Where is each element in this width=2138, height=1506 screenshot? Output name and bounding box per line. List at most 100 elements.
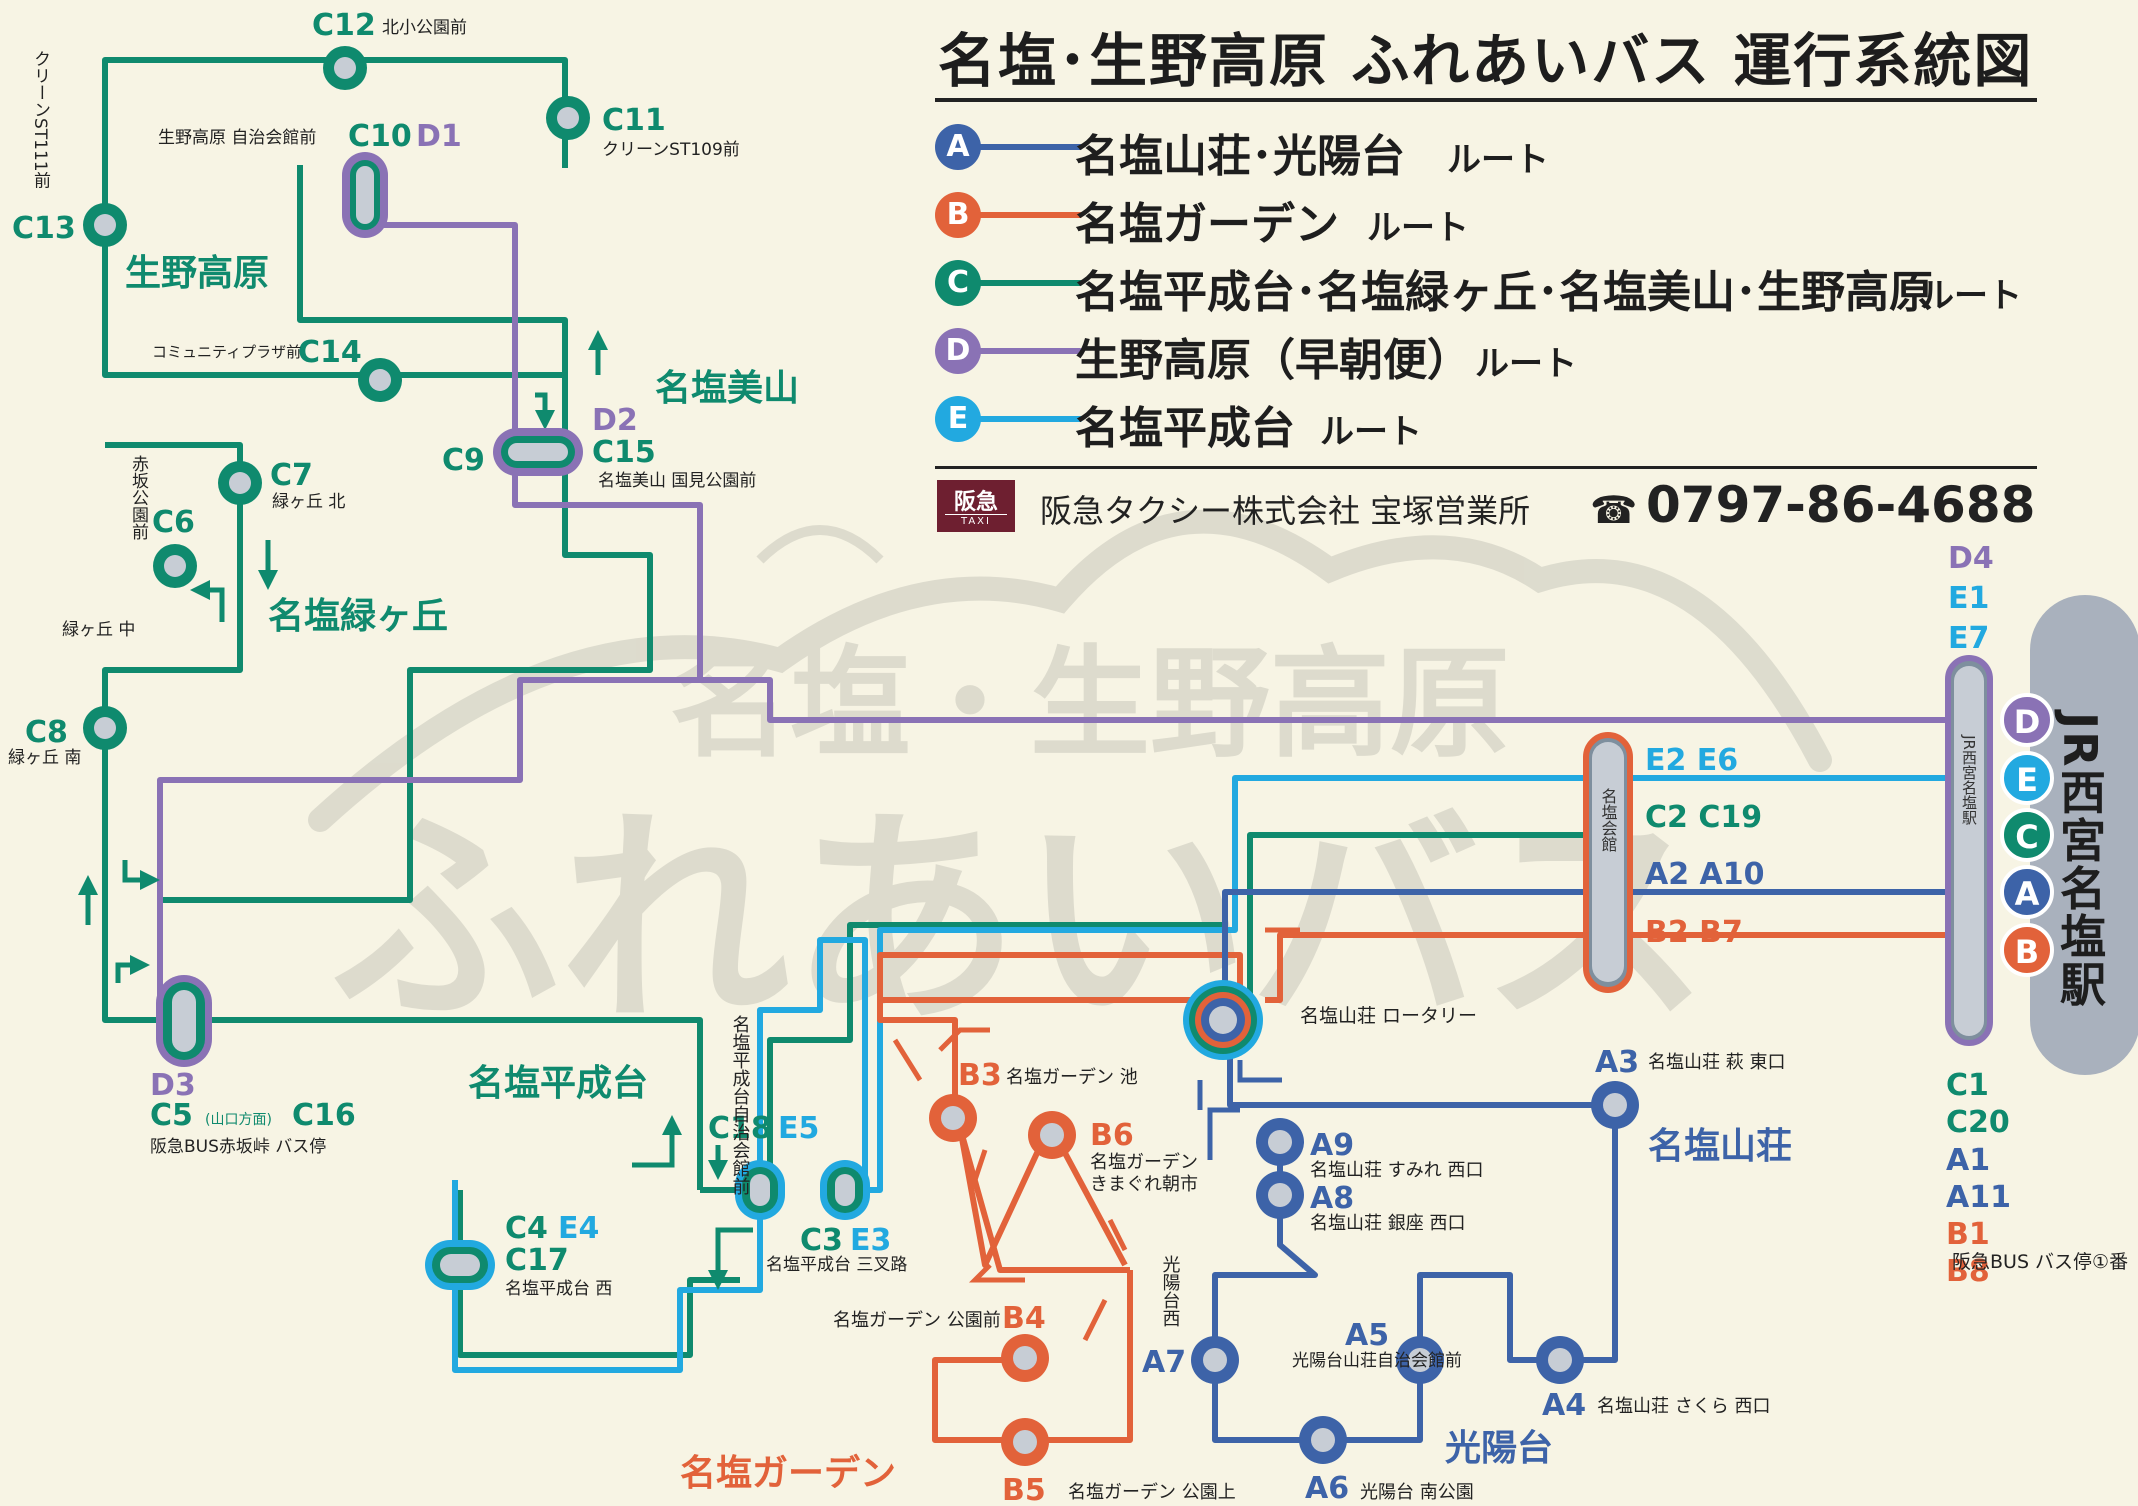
svg-text:B2 B7: B2 B7 (1645, 915, 1743, 950)
area-midorigaoka: 名塩緑ヶ丘 (268, 596, 448, 637)
svg-text:E1: E1 (1948, 581, 1989, 616)
legend-name-d: 生野高原（早朝便） (1075, 335, 1471, 386)
stop-a4[interactable] (1536, 1336, 1584, 1384)
svg-text:C18: C18 (708, 1111, 772, 1146)
stop-c3[interactable] (820, 1160, 870, 1220)
legend-rule (935, 466, 2037, 469)
stop-c11[interactable] (546, 96, 590, 140)
station-stop-label: JR西宮名塩駅 (1960, 734, 1978, 825)
stop-c10[interactable] (342, 152, 388, 238)
svg-text:E7: E7 (1948, 621, 1989, 656)
svg-text:名塩ガーデン 公園前: 名塩ガーデン 公園前 (833, 1310, 1001, 1331)
stop-c5[interactable] (156, 975, 212, 1067)
svg-text:A: A (2015, 875, 2040, 913)
svg-text:A8: A8 (1310, 1181, 1354, 1216)
stop-a9[interactable] (1256, 1118, 1304, 1166)
svg-text:B6: B6 (1090, 1118, 1134, 1153)
svg-text:C14: C14 (298, 335, 362, 370)
hankyu-taxi-logo: 阪急 TAXI (937, 480, 1015, 532)
svg-text:A7: A7 (1142, 1345, 1186, 1380)
stop-b4[interactable] (1001, 1334, 1049, 1382)
phone-number[interactable]: 0797-86-4688 (1646, 476, 2036, 534)
svg-text:A9: A9 (1310, 1128, 1354, 1163)
stop-c12[interactable] (323, 46, 367, 90)
svg-text:名塩平成台 三叉路: 名塩平成台 三叉路 (766, 1255, 907, 1275)
svg-text:C2 C19: C2 C19 (1645, 800, 1762, 835)
svg-text:C17: C17 (505, 1243, 569, 1278)
legend-row-b: B 名塩ガーデン ルート (935, 186, 2045, 250)
a7-name: 光陽台西 (1160, 1255, 1181, 1327)
stop-a6[interactable] (1299, 1416, 1347, 1464)
svg-text:光陽台 南公園: 光陽台 南公園 (1360, 1482, 1474, 1503)
blue-names: 名塩山荘 萩 東口 名塩山荘 すみれ 西口 名塩山荘 銀座 西口 光陽台 南公園… (1310, 1052, 1785, 1503)
badge-d (2000, 693, 2054, 747)
stop-c4[interactable] (425, 1240, 495, 1290)
stop-c13[interactable] (83, 203, 127, 247)
stop-b3[interactable] (929, 1094, 977, 1142)
svg-text:A1: A1 (1946, 1143, 1990, 1178)
area-koyodai: 光陽台 (1445, 1428, 1553, 1469)
legend-badge-e: E (935, 396, 981, 442)
station-badges: D E C A B (2000, 693, 2054, 977)
orange-stops (929, 1094, 1076, 1466)
badge-e (2000, 751, 2054, 805)
svg-text:E5: E5 (778, 1111, 819, 1146)
svg-text:名塩山荘 さくら 西口: 名塩山荘 さくら 西口 (1597, 1396, 1770, 1417)
svg-text:名塩山荘 銀座 西口: 名塩山荘 銀座 西口 (1310, 1213, 1465, 1234)
svg-text:名塩山荘 萩 東口: 名塩山荘 萩 東口 (1648, 1052, 1785, 1073)
legend-badge-b: B (935, 192, 981, 238)
svg-text:B1: B1 (1946, 1217, 1990, 1252)
stop-a7[interactable] (1191, 1336, 1239, 1384)
svg-text:C13: C13 (12, 211, 76, 246)
stop-b5[interactable] (1001, 1418, 1049, 1466)
kaikan-label: 名塩会館 (1599, 788, 1618, 852)
svg-text:名塩ガーデン 公園上: 名塩ガーデン 公園上 (1068, 1482, 1236, 1503)
svg-text:C5: C5 (150, 1098, 193, 1133)
c6-name: 赤坂公園前 (128, 455, 149, 541)
purple-labels: D1 D2 D3 (150, 119, 638, 1103)
watermark: 名塩・生野高原 ふれあいバス (308, 509, 1832, 1055)
svg-text:C7: C7 (270, 458, 313, 493)
svg-text:きまぐれ朝市: きまぐれ朝市 (1090, 1174, 1198, 1195)
rotary-stop[interactable] (1183, 980, 1263, 1060)
stop-c6[interactable] (153, 544, 197, 588)
svg-text:B4: B4 (1002, 1301, 1046, 1336)
svg-text:D: D (2014, 703, 2041, 741)
svg-text:D3: D3 (150, 1068, 196, 1103)
route-d-lines (157, 222, 1968, 1005)
svg-text:名塩ガーデン: 名塩ガーデン (1090, 1152, 1198, 1173)
stop-c18[interactable] (735, 1160, 785, 1220)
rotary-label: 名塩山荘 ロータリー (1300, 1005, 1477, 1027)
stop-c14[interactable] (358, 358, 402, 402)
badge-b (2000, 923, 2054, 977)
kaikan-codes: E2 E6 C2 C19 A2 A10 B2 B7 (1645, 743, 1765, 950)
svg-text:名塩山荘 すみれ 西口: 名塩山荘 すみれ 西口 (1310, 1160, 1483, 1181)
svg-text:A2 A10: A2 A10 (1645, 857, 1765, 892)
watermark-line1: 名塩・生野高原 (670, 635, 1510, 774)
svg-text:D1: D1 (416, 119, 462, 154)
svg-text:E2 E6: E2 E6 (1645, 743, 1738, 778)
svg-text:C16: C16 (292, 1098, 356, 1133)
legend-row-d: D 生野高原（早朝便） ルート (935, 322, 2045, 386)
svg-text:A5: A5 (1345, 1318, 1389, 1353)
stop-c8[interactable] (83, 706, 127, 750)
station-name: JR西宮名塩駅 (2053, 709, 2107, 1009)
svg-text:緑ヶ丘 中: 緑ヶ丘 中 (62, 620, 135, 640)
stop-c7[interactable] (218, 461, 262, 505)
c13-name: クリーンST111前 (30, 50, 51, 190)
legend-badge-c: C (935, 260, 981, 306)
stop-a3[interactable] (1591, 1081, 1639, 1129)
stop-a8[interactable] (1256, 1171, 1304, 1219)
legend-name-c: 名塩平成台･名塩緑ヶ丘･名塩美山･生野高原 (1075, 267, 1933, 318)
badge-c (2000, 808, 2054, 862)
stop-b6[interactable] (1028, 1111, 1076, 1159)
stop-a5[interactable] (1396, 1336, 1444, 1384)
svg-text:コミュニティプラザ前: コミュニティプラザ前 (152, 343, 301, 361)
svg-text:C10: C10 (348, 119, 412, 154)
legend-badge-a: A (935, 124, 981, 170)
svg-text:C4: C4 (505, 1211, 548, 1246)
svg-text:C3: C3 (800, 1223, 843, 1258)
svg-text:E4: E4 (558, 1211, 599, 1246)
stop-c9[interactable] (493, 428, 583, 476)
